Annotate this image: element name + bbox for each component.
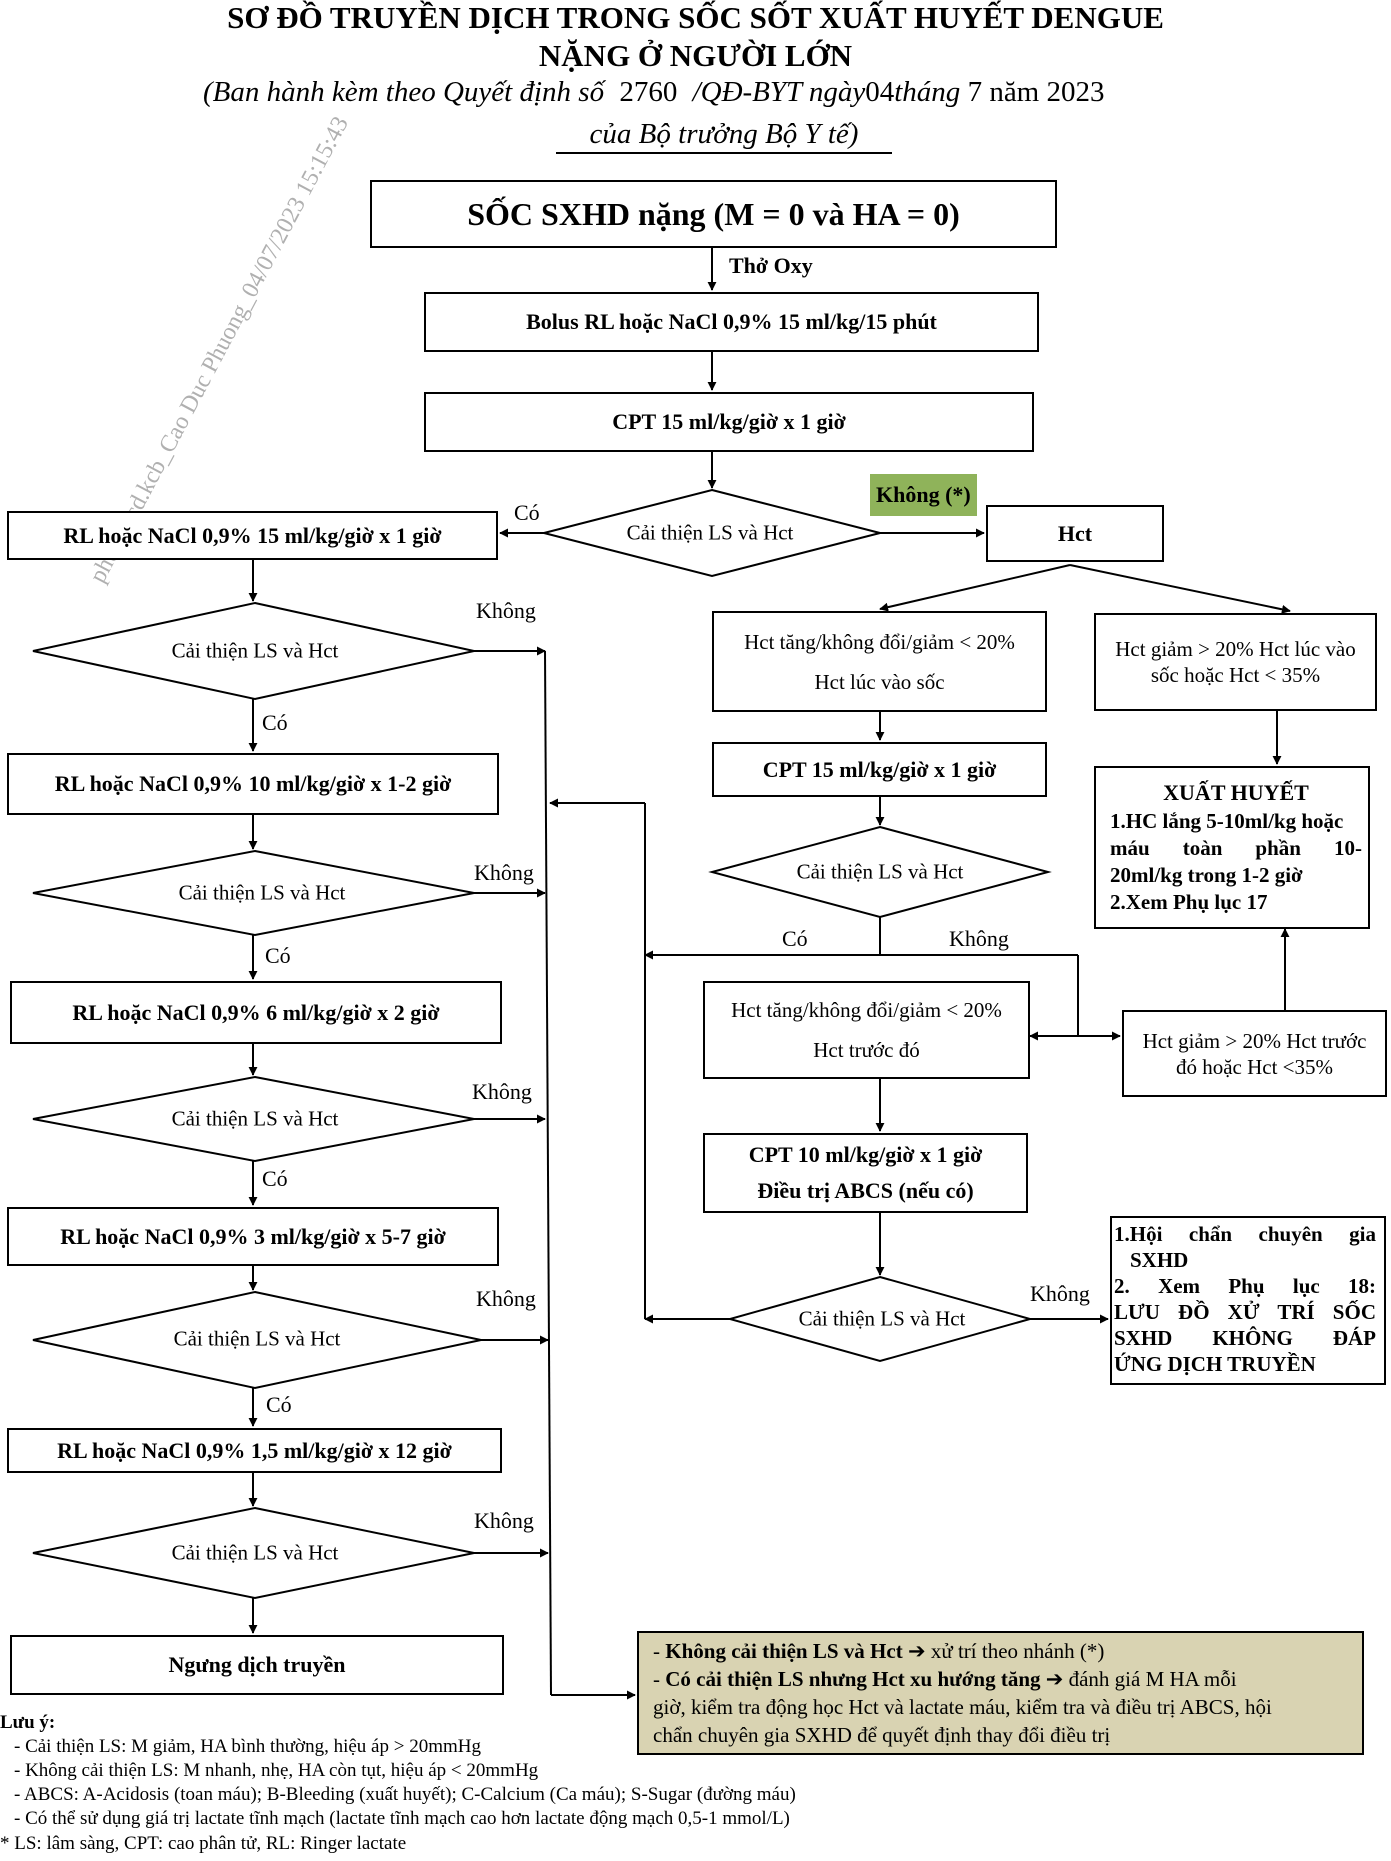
- left-step-5: RL hoặc NaCl 0,9% 1,5 ml/kg/giờ x 12 giờ: [7, 1428, 502, 1473]
- right-2-no: Không: [1030, 1281, 1090, 1306]
- bleeding-line3: 20ml/kg trong 1-2 giờ: [1110, 863, 1303, 887]
- hct-stable-admission-line2: Hct lúc vào sốc: [814, 669, 945, 694]
- page-title-line2: NẶNG Ở NGƯỜI LỚN: [538, 38, 853, 73]
- consult-line6: ỨNG DỊCH TRUYỀN: [1114, 1352, 1316, 1376]
- left-diamond-5-label: Cải thiện LS và Hct: [171, 1540, 339, 1565]
- hct-drop-previous: Hct giảm > 20% Hct trước đó hoặc Hct <35…: [1122, 1010, 1387, 1097]
- summary-item-2: - Có cải thiện LS nhưng Hct xu hướng tăn…: [653, 1667, 1237, 1691]
- decision-diamond-left-4: [32, 1290, 482, 1390]
- cpt-10-line1: CPT 10 ml/kg/giờ x 1 giờ: [748, 1142, 983, 1167]
- decree-middle: /QĐ-BYT ngày: [692, 76, 866, 108]
- hct-stable-previous-line1: Hct tăng/không đổi/giảm < 20%: [731, 998, 1002, 1022]
- main-diamond-label: Cải thiện LS và Hct: [626, 520, 794, 545]
- consult-line5: SXHD KHÔNG ĐÁP: [1114, 1326, 1376, 1350]
- consult-line4: LƯU ĐỒ XỬ TRÍ SỐC: [1114, 1300, 1376, 1324]
- left-3-no: Không: [472, 1079, 532, 1104]
- consult-line3: 2. Xem Phụ lục 18:: [1114, 1274, 1376, 1298]
- bleeding-line1: 1.HC lắng 5-10ml/kg hoặc: [1110, 809, 1344, 833]
- summary-item1-bold: Không cải thiện LS và Hct: [665, 1639, 903, 1663]
- main-yes-label: Có: [514, 500, 540, 525]
- right-diamond-2-label: Cải thiện LS và Hct: [798, 1306, 966, 1331]
- cpt-10-node: CPT 10 ml/kg/giờ x 1 giờ Điều trị ABCS (…: [703, 1133, 1028, 1213]
- left-step-4: RL hoặc NaCl 0,9% 3 ml/kg/giờ x 5-7 giờ: [7, 1207, 499, 1266]
- decree-month-label: tháng: [894, 76, 961, 108]
- decree-line2: của Bộ trưởng Bộ Y tế): [556, 116, 892, 154]
- consult-box: 1.Hội chẩn chuyên gia SXHD 2. Xem Phụ lụ…: [1110, 1216, 1386, 1385]
- arrow-icon: ➔: [907, 1639, 926, 1663]
- hct-drop-admission: Hct giảm > 20% Hct lúc vào sốc hoặc Hct …: [1094, 613, 1377, 711]
- decision-diamond-right-2: [726, 1275, 1034, 1363]
- hct-stable-admission: Hct tăng/không đổi/giảm < 20% Hct lúc và…: [712, 611, 1047, 712]
- left-diamond-3-label: Cải thiện LS và Hct: [171, 1106, 339, 1131]
- left-2-yes: Có: [265, 943, 291, 968]
- consult-line2: SXHD: [1130, 1248, 1189, 1272]
- hct-stable-previous: Hct tăng/không đổi/giảm < 20% Hct trước …: [703, 981, 1030, 1079]
- bleeding-title: XUẤT HUYẾT: [1163, 780, 1309, 805]
- oxygen-label: Thở Oxy: [729, 253, 813, 278]
- left-4-yes: Có: [266, 1392, 292, 1417]
- summary-item2-rest2: giờ, kiểm tra động học Hct và lactate má…: [653, 1695, 1272, 1719]
- cpt-10-line2: Điều trị ABCS (nếu có): [757, 1178, 974, 1203]
- left-diamond-2-label: Cải thiện LS và Hct: [178, 880, 346, 905]
- summary-item2-bold: Có cải thiện LS nhưng Hct xu hướng tăng: [665, 1667, 1041, 1691]
- note-item-1: - Cải thiện LS: M giảm, HA bình thường, …: [14, 1736, 481, 1757]
- left-step-1: RL hoặc NaCl 0,9% 15 ml/kg/giờ x 1 giờ: [7, 511, 498, 560]
- summary-item2-rest1: đánh giá M HA mỗi: [1068, 1667, 1237, 1691]
- right-1-no: Không: [949, 926, 1009, 951]
- decree-day: 04: [865, 76, 895, 108]
- cpt-15-node: CPT 15 ml/kg/giờ x 1 giờ: [712, 742, 1047, 797]
- decision-diamond-left-5: [32, 1506, 475, 1600]
- summary-item-1: - Không cải thiện LS và Hct ➔ xử trí the…: [653, 1639, 1105, 1663]
- decision-diamond-left-3: [32, 1075, 475, 1163]
- bolus-node: Bolus RL hoặc NaCl 0,9% 15 ml/kg/15 phút: [424, 292, 1039, 352]
- page-title-line1: SƠ ĐỒ TRUYỀN DỊCH TRONG SỐC SỐT XUẤT HUY…: [227, 0, 1164, 35]
- left-step-3: RL hoặc NaCl 0,9% 6 ml/kg/giờ x 2 giờ: [10, 981, 502, 1044]
- summary-item2-rest3: chẩn chuyên gia SXHD để quyết định thay …: [653, 1723, 1111, 1747]
- summary-item1-rest: xử trí theo nhánh (*): [930, 1639, 1105, 1663]
- decree-line: (Ban hành kèm theo Quyết định số 2760 /Q…: [203, 76, 1105, 109]
- decree-year: năm 2023: [989, 76, 1105, 108]
- decision-diamond-left-1: [32, 601, 475, 701]
- khong-star-badge: Không (*): [870, 474, 977, 516]
- hct-drop-previous-line1: Hct giảm > 20% Hct trước: [1142, 1028, 1367, 1053]
- bleeding-line2: máu toàn phần 10-: [1110, 836, 1362, 860]
- left-diamond-1-label: Cải thiện LS và Hct: [171, 638, 339, 663]
- note-item-4: - Có thể sử dụng giá trị lactate tĩnh mạ…: [14, 1808, 790, 1829]
- hct-stable-previous-line2: Hct trước đó: [813, 1038, 920, 1062]
- decree-prefix: (Ban hành kèm theo Quyết định số: [203, 76, 605, 108]
- summary-box: - Không cải thiện LS và Hct ➔ xử trí the…: [637, 1631, 1364, 1755]
- left-1-no: Không: [476, 598, 536, 623]
- hct-stable-admission-line1: Hct tăng/không đổi/giảm < 20%: [744, 629, 1015, 654]
- decree-number: 2760: [619, 76, 678, 108]
- hct-drop-admission-line1: Hct giảm > 20% Hct lúc vào: [1115, 637, 1356, 661]
- right-diamond-1-label: Cải thiện LS và Hct: [796, 859, 964, 884]
- cpt-first-node: CPT 15 ml/kg/giờ x 1 giờ: [424, 392, 1034, 452]
- consult-line1: 1.Hội chẩn chuyên gia: [1114, 1222, 1376, 1246]
- note-abbrev: * LS: lâm sàng, CPT: cao phân tử, RL: Ri…: [0, 1833, 407, 1854]
- left-step-2: RL hoặc NaCl 0,9% 10 ml/kg/giờ x 1-2 giờ: [7, 753, 499, 815]
- collector-line: [544, 650, 552, 1696]
- right-1-yes: Có: [782, 926, 808, 951]
- hct-node: Hct: [986, 505, 1164, 562]
- note-item-2: - Không cải thiện LS: M nhanh, nhẹ, HA c…: [14, 1760, 539, 1781]
- left-2-no: Không: [474, 860, 534, 885]
- note-item-3: - ABCS: A-Acidosis (toan máu); B-Bleedin…: [14, 1784, 796, 1805]
- decision-diamond-main: [543, 488, 881, 578]
- decision-diamond-left-2: [32, 849, 475, 937]
- hct-drop-admission-line2: sốc hoặc Hct < 35%: [1150, 663, 1321, 687]
- stop-node: Ngưng dịch truyền: [10, 1635, 504, 1695]
- left-diamond-4-label: Cải thiện LS và Hct: [173, 1326, 341, 1351]
- left-4-no: Không: [476, 1286, 536, 1311]
- bleeding-line4: 2.Xem Phụ lục 17: [1110, 890, 1268, 914]
- hct-drop-previous-line2: đó hoặc Hct <35%: [1175, 1054, 1334, 1079]
- left-1-yes: Có: [262, 710, 288, 735]
- decree-month: 7: [967, 76, 983, 108]
- notes-title: Lưu ý:: [0, 1712, 56, 1733]
- start-node: SỐC SXHD nặng (M = 0 và HA = 0): [370, 180, 1057, 248]
- left-3-yes: Có: [262, 1166, 288, 1191]
- bleeding-box: XUẤT HUYẾT 1.HC lắng 5-10ml/kg hoặc máu …: [1094, 766, 1370, 929]
- left-5-no: Không: [474, 1508, 534, 1533]
- arrow-icon: ➔: [1045, 1667, 1064, 1691]
